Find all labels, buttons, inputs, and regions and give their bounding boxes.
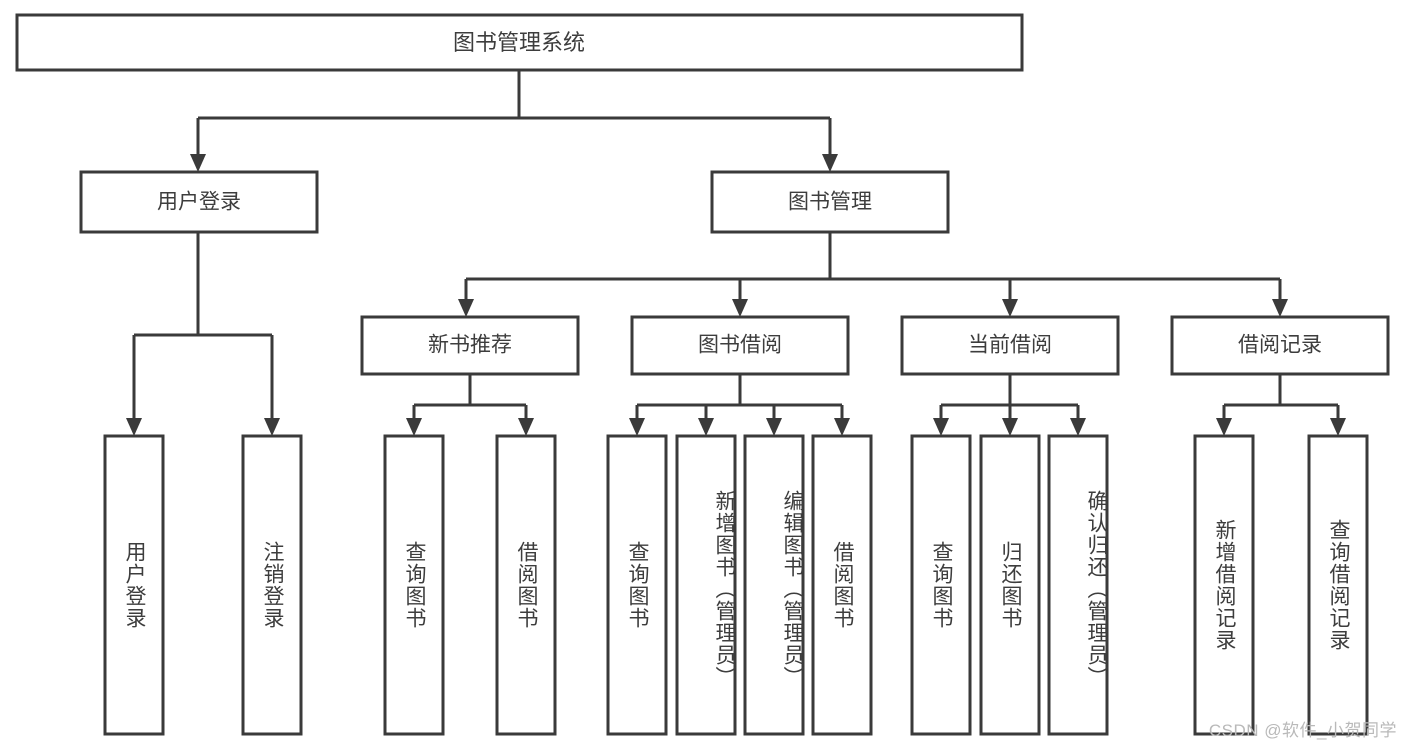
leaf-box-logout-login[interactable] — [241, 434, 303, 736]
leaf-box-edit-book[interactable] — [743, 434, 805, 736]
leaf-box-query-book-2[interactable] — [606, 434, 668, 736]
node-book-borrow-box[interactable] — [630, 315, 850, 376]
node-new-book-rec[interactable]: 新书推荐 — [360, 315, 580, 376]
connector-borrow-record-to-leaves — [1216, 374, 1346, 436]
node-user-login-label: 用户登录 — [157, 191, 241, 214]
leaf-box-return-book[interactable] — [979, 434, 1041, 736]
connector-book-manage-to-level3 — [458, 232, 1288, 317]
node-book-borrow[interactable]: 图书借阅 — [630, 315, 850, 376]
csdn-watermark: CSDN @软件_小贺同学 — [1208, 721, 1397, 740]
arrowhead-to-book-manage — [822, 154, 838, 172]
node-book-borrow-label: 图书借阅 — [698, 334, 782, 357]
node-new-book-rec-box[interactable] — [360, 315, 580, 376]
connector-user-login-to-leaves — [126, 232, 280, 436]
leaf-box-confirm-return[interactable] — [1047, 434, 1109, 736]
node-current-borrow-box[interactable] — [900, 315, 1120, 376]
connector-book-borrow-to-leaves — [629, 374, 850, 436]
connector-new-book-rec-to-leaves — [406, 374, 534, 436]
leaf-box-borrow-book-1[interactable] — [495, 434, 557, 736]
connector-current-borrow-to-leaves — [933, 374, 1086, 436]
node-new-book-rec-label: 新书推荐 — [428, 334, 512, 357]
leaf-box-add-record[interactable] — [1193, 434, 1255, 736]
node-book-manage[interactable]: 图书管理 — [710, 170, 950, 234]
node-book-manage-box[interactable] — [710, 170, 950, 234]
node-borrow-record[interactable]: 借阅记录 — [1170, 315, 1390, 376]
leaf-box-borrow-book-2[interactable] — [811, 434, 873, 736]
node-user-login[interactable]: 用户登录 — [79, 170, 319, 234]
node-root-label: 图书管理系统 — [453, 30, 585, 55]
node-borrow-record-box[interactable] — [1170, 315, 1390, 376]
leaf-box-query-book-1[interactable] — [383, 434, 445, 736]
node-current-borrow-label: 当前借阅 — [968, 334, 1052, 357]
arrowhead-to-user-login — [190, 154, 206, 172]
leaf-box-query-book-3[interactable] — [910, 434, 972, 736]
node-book-manage-label: 图书管理 — [788, 191, 872, 214]
leaf-box-user-login[interactable] — [103, 434, 165, 736]
node-root-box[interactable] — [15, 13, 1024, 72]
node-root[interactable]: 图书管理系统 — [15, 13, 1024, 72]
node-borrow-record-label: 借阅记录 — [1238, 334, 1322, 357]
leaf-box-add-book[interactable] — [675, 434, 737, 736]
node-current-borrow[interactable]: 当前借阅 — [900, 315, 1120, 376]
node-user-login-box[interactable] — [79, 170, 319, 234]
connector-root-to-level2 — [196, 70, 832, 158]
leaf-box-query-record[interactable] — [1307, 434, 1369, 736]
